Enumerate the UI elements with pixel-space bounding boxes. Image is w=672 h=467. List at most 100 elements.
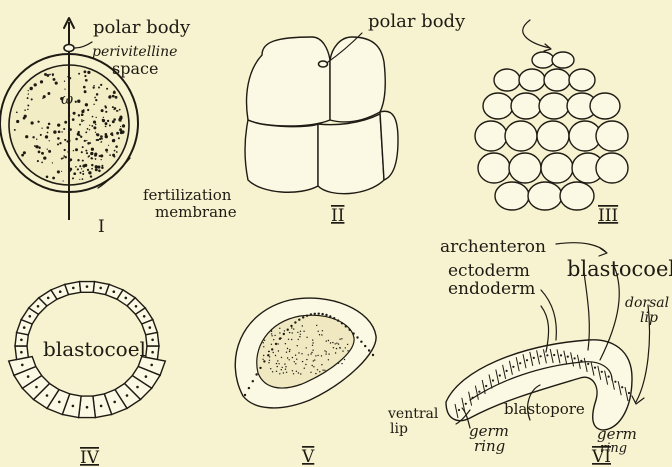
yolk-granule: [300, 334, 301, 335]
yolk-granule: [273, 339, 274, 340]
cell-nucleus: [594, 367, 596, 369]
cell-nucleus: [325, 314, 327, 316]
yolk-granule: [73, 150, 74, 151]
yolk-granule: [112, 139, 115, 142]
dorsal-lip-label: lip: [640, 310, 658, 326]
stage-3-morula: [475, 20, 628, 210]
yolk-granule: [95, 158, 97, 160]
yolk-granule: [16, 120, 19, 123]
yolk-granule: [75, 101, 77, 103]
cell-nucleus: [271, 348, 273, 350]
morula-cell: [509, 153, 541, 183]
yolk-granule: [302, 325, 303, 326]
yolk-granule: [313, 366, 314, 367]
yolk-granule: [274, 335, 275, 336]
yolk-granule: [87, 142, 90, 145]
yolk-granule: [52, 75, 53, 76]
yolk-granule: [119, 128, 122, 131]
yolk-granule: [101, 159, 102, 160]
yolk-granule: [328, 359, 329, 360]
yolk-granule: [310, 353, 311, 354]
cell-nucleus: [574, 357, 576, 359]
yolk-granule: [28, 90, 29, 91]
yolk-granule: [112, 95, 115, 98]
yolk-granule: [46, 176, 49, 179]
pointer-line: [75, 42, 92, 48]
cell-nucleus: [601, 371, 603, 373]
pointer-line: [541, 306, 549, 352]
ectoderm-label: ectoderm: [448, 261, 530, 281]
yolk-granule: [64, 81, 65, 82]
yolk-granule: [279, 373, 280, 374]
yolk-granule: [284, 363, 285, 364]
yolk-granule: [96, 117, 97, 118]
yolk-granule: [93, 85, 94, 86]
cell-nucleus: [321, 313, 323, 315]
yolk-granule: [109, 154, 111, 156]
cell-nucleus: [290, 325, 292, 327]
yolk-granule: [79, 172, 81, 174]
blastocoel-4-label: blastocoel: [43, 337, 146, 361]
yolk-granule: [72, 118, 75, 121]
space-label: space: [112, 59, 158, 78]
yolk-granule: [344, 359, 345, 360]
dorsal-label: dorsal: [625, 295, 669, 311]
yolk-granule: [269, 360, 270, 361]
yolk-granule: [269, 356, 270, 357]
yolk-granule: [64, 139, 66, 141]
yolk-granule: [264, 340, 265, 341]
yolk-granule: [271, 344, 272, 345]
yolk-granule: [40, 80, 43, 83]
cell-nucleus: [279, 338, 281, 340]
cell-nucleus: [512, 366, 514, 368]
morula-cell: [478, 153, 510, 183]
yolk-granule: [47, 149, 48, 150]
yolk-granule: [96, 133, 98, 135]
yolk-granule: [64, 156, 66, 158]
yolk-granule: [293, 373, 294, 374]
yolk-granule: [97, 139, 99, 141]
yolk-granule: [30, 87, 33, 90]
cell-nucleus: [100, 405, 103, 408]
cell-nucleus: [283, 333, 285, 335]
cell-nucleus: [580, 360, 582, 362]
pointer-line: [523, 20, 550, 48]
yolk-granule: [39, 147, 41, 149]
cell-nucleus: [499, 374, 501, 376]
yolk-granule: [64, 149, 66, 151]
yolk-granule: [81, 168, 82, 169]
yolk-granule: [57, 170, 60, 173]
yolk-granule: [107, 120, 109, 122]
morula-cell: [537, 121, 569, 151]
yolk-granule: [105, 149, 108, 152]
yolk-granule: [83, 109, 85, 111]
yolk-granule: [61, 171, 62, 172]
yolk-granule: [86, 140, 87, 141]
stage-2-eight-cell: [245, 33, 398, 194]
yolk-granule: [46, 126, 49, 129]
cell-nucleus: [252, 380, 254, 382]
yolk-granule: [105, 111, 107, 113]
cell-nucleus: [99, 287, 102, 290]
yolk-granule: [16, 111, 18, 113]
yolk-granule: [75, 138, 78, 141]
yolk-granule: [283, 372, 284, 373]
cell-nucleus: [567, 356, 569, 358]
yolk-granule: [322, 330, 323, 331]
yolk-granule: [300, 373, 301, 374]
yolk-granule: [57, 137, 60, 140]
yolk-granule: [91, 168, 93, 170]
morula-cell: [541, 153, 573, 183]
yolk-granule: [73, 172, 76, 175]
cell-nucleus: [21, 364, 24, 367]
yolk-granule: [321, 364, 322, 365]
cell-nucleus: [356, 336, 358, 338]
cell-nucleus: [458, 409, 460, 411]
yolk-granule: [336, 343, 337, 344]
cell-nucleus: [29, 315, 32, 318]
cell-nucleus: [472, 397, 474, 399]
cell-nucleus: [614, 381, 616, 383]
yolk-granule: [57, 123, 60, 126]
yolk-granule: [286, 372, 287, 373]
yolk-granule: [328, 340, 329, 341]
